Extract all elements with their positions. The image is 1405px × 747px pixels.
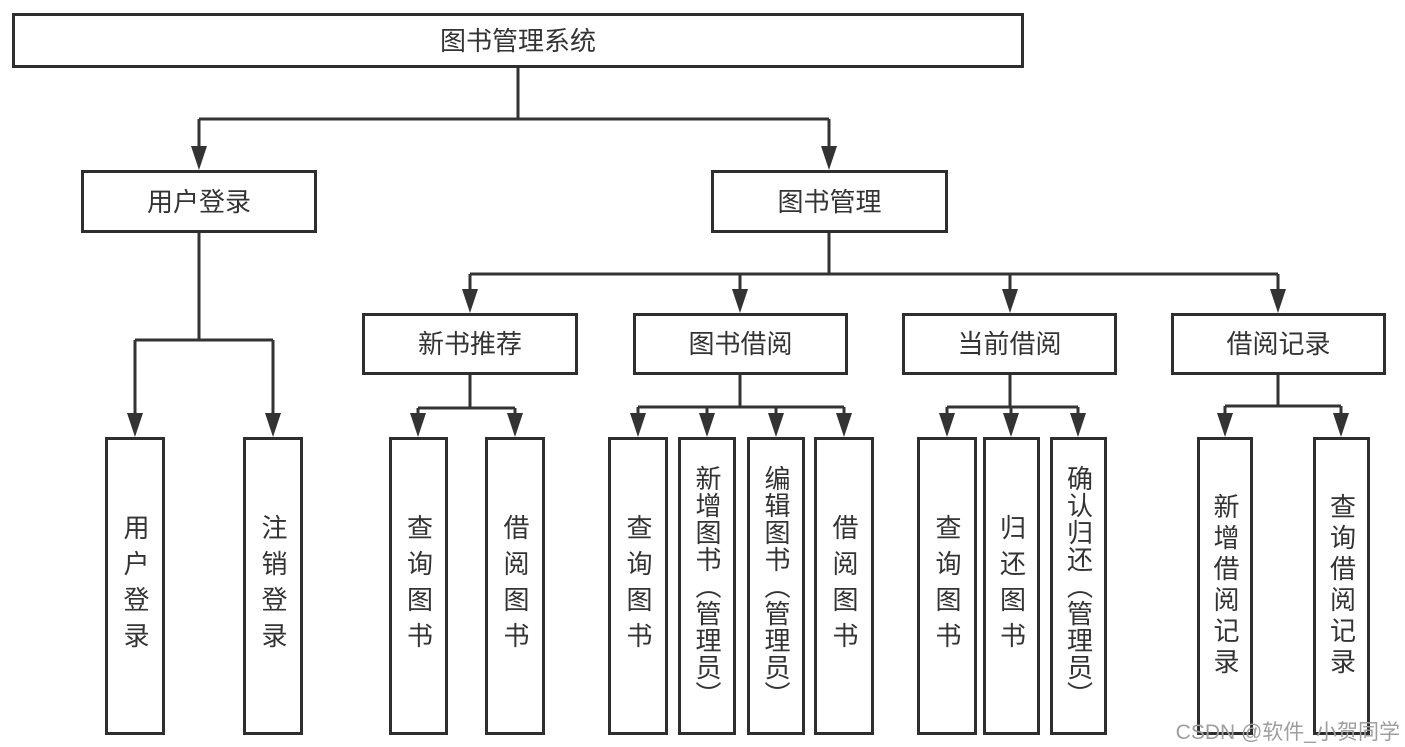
leaf-query-books-current-label: 查询图书 — [932, 514, 962, 658]
edges-root — [191, 68, 837, 170]
leaf-logout-label: 注销登录 — [258, 514, 288, 658]
edges-current-borrow — [939, 375, 1086, 437]
node-new-book-recommend: 新书推荐 — [362, 313, 578, 375]
leaf-edit-book-admin-label: 编辑图书（管理员） — [761, 464, 791, 708]
edges-new-book-recommend — [410, 375, 523, 437]
edges-user-login — [127, 233, 281, 437]
edges-book-borrow — [630, 375, 852, 437]
leaf-borrow-books-recommend: 借阅图书 — [485, 437, 545, 735]
node-borrow-records-label: 借阅记录 — [1226, 329, 1331, 359]
leaf-edit-book-admin: 编辑图书（管理员） — [747, 437, 805, 735]
node-book-management: 图书管理 — [711, 170, 948, 233]
leaf-query-books-recommend-label: 查询图书 — [403, 514, 434, 658]
edges-borrow-records — [1217, 375, 1349, 437]
leaf-add-borrow-record: 新增借阅记录 — [1197, 437, 1253, 735]
leaf-confirm-return-admin: 确认归还（管理员） — [1050, 437, 1107, 735]
leaf-user-login: 用户登录 — [105, 437, 165, 735]
leaf-add-book-admin: 新增图书（管理员） — [678, 437, 736, 735]
node-book-borrow-label: 图书借阅 — [688, 329, 793, 359]
node-user-login-label: 用户登录 — [146, 186, 251, 217]
leaf-query-books-current: 查询图书 — [917, 437, 977, 735]
leaf-borrow-books-borrow: 借阅图书 — [814, 437, 874, 735]
node-current-borrow-label: 当前借阅 — [957, 329, 1062, 359]
leaf-confirm-return-admin-label: 确认归还（管理员） — [1063, 464, 1094, 708]
leaf-query-borrow-record-label: 查询借阅记录 — [1326, 493, 1357, 679]
root-node-label: 图书管理系统 — [439, 25, 596, 56]
node-user-login: 用户登录 — [81, 170, 317, 233]
leaf-user-login-label: 用户登录 — [120, 514, 150, 658]
leaf-add-book-admin-label: 新增图书（管理员） — [692, 464, 722, 708]
leaf-borrow-books-borrow-label: 借阅图书 — [829, 514, 859, 658]
leaf-query-books-borrow-label: 查询图书 — [623, 514, 653, 658]
edges-book-management — [462, 233, 1286, 313]
leaf-query-borrow-record: 查询借阅记录 — [1313, 437, 1370, 735]
node-borrow-records: 借阅记录 — [1171, 313, 1386, 375]
node-book-borrow: 图书借阅 — [633, 313, 848, 375]
leaf-return-book: 归还图书 — [983, 437, 1040, 735]
leaf-borrow-books-recommend-label: 借阅图书 — [500, 514, 530, 658]
csdn-watermark: CSDN @软件_小贺同学 — [1175, 721, 1400, 744]
leaf-query-books-borrow: 查询图书 — [608, 437, 668, 735]
root-node: 图书管理系统 — [12, 13, 1024, 68]
node-book-management-label: 图书管理 — [777, 186, 882, 217]
node-current-borrow: 当前借阅 — [902, 313, 1117, 375]
node-new-book-recommend-label: 新书推荐 — [417, 329, 522, 359]
leaf-logout: 注销登录 — [243, 437, 303, 735]
leaf-query-books-recommend: 查询图书 — [389, 437, 448, 735]
leaf-add-borrow-record-label: 新增借阅记录 — [1210, 493, 1240, 679]
leaf-return-book-label: 归还图书 — [996, 514, 1027, 658]
